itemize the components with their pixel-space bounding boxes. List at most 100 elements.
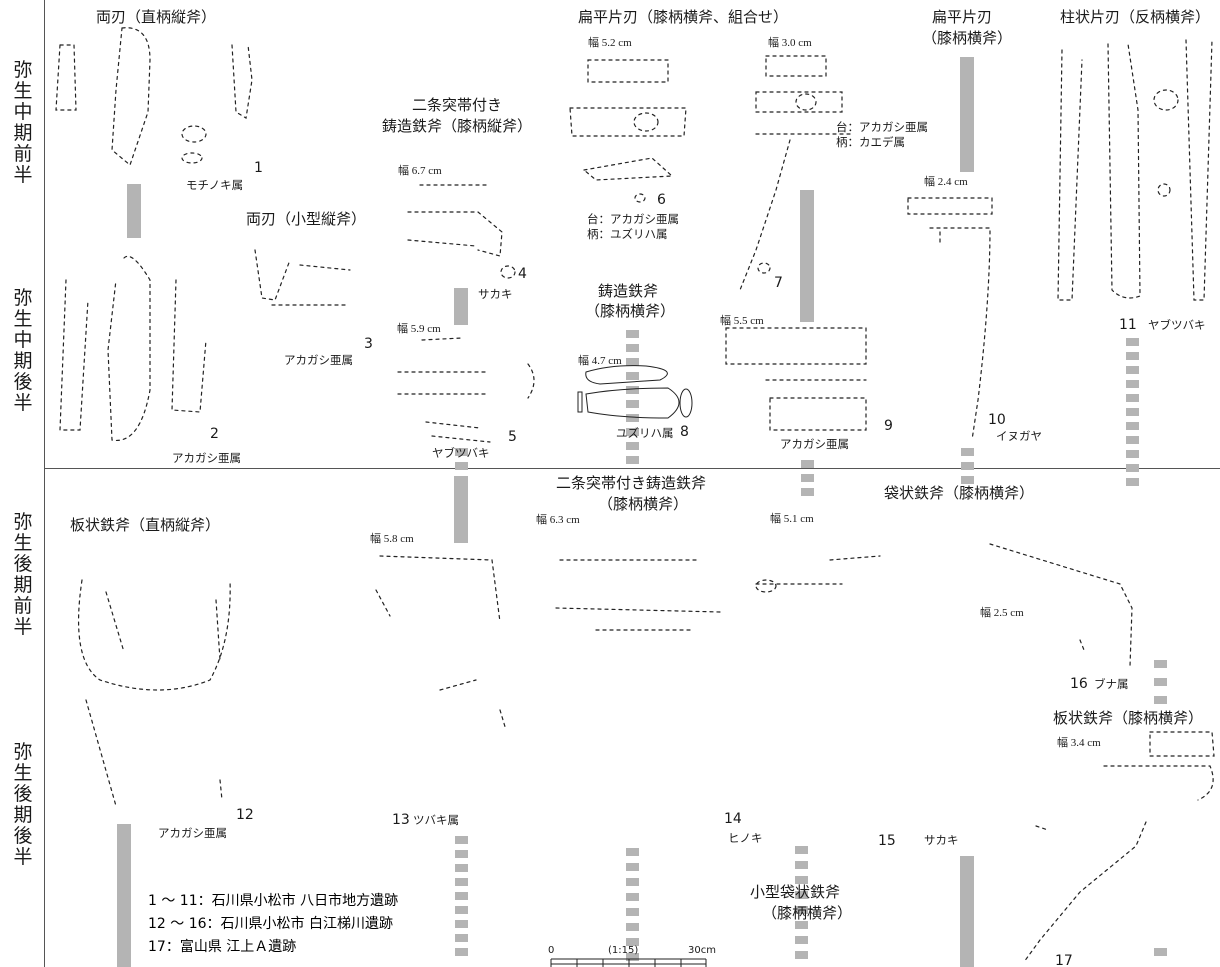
dashed-bar-segment: [1126, 338, 1139, 346]
dashed-bar-segment: [1154, 678, 1167, 686]
dashed-bar-segment: [1126, 478, 1139, 486]
axe-drawing-13: [375, 555, 507, 731]
heading-kogata-fukurojo-sub: （膝柄横斧）: [762, 904, 853, 922]
dashed-bar-segment: [626, 878, 639, 886]
width-label-9: 幅 5.5 cm: [720, 315, 764, 327]
axe-drawing-4: [407, 184, 516, 279]
width-label-6: 幅 5.2 cm: [588, 37, 632, 49]
axe-drawing-11: [1057, 39, 1213, 301]
width-label-13: 幅 5.8 cm: [370, 533, 414, 545]
dashed-bar-segment: [455, 864, 468, 872]
dashed-bar-segment: [455, 920, 468, 928]
site-legend-line-2: 12 ～ 16：石川県小松市 白江梯川遺跡: [148, 916, 393, 932]
width-label-17: 幅 3.4 cm: [1057, 737, 1101, 749]
width-label-4: 幅 6.7 cm: [398, 165, 442, 177]
species-label-6a: 台：アカガシ亜属: [587, 212, 679, 226]
dashed-bar-segment: [455, 476, 468, 484]
width-label-7: 幅 3.0 cm: [768, 37, 812, 49]
dashed-bar-segment: [626, 908, 639, 916]
duration-bar-4: [454, 288, 468, 325]
dashed-bar-segment: [801, 488, 814, 496]
heading-henpei-katabai: 扁平片刃: [932, 8, 993, 26]
dashed-bar-segment: [1154, 696, 1167, 704]
species-label-10: イヌガヤ: [996, 429, 1042, 443]
dashed-bar-segment: [1126, 394, 1139, 402]
axe-drawing-1: [55, 27, 253, 167]
scale-ruler: [550, 958, 707, 967]
heading-fukurojo-tetsufu: 袋状鉄斧（膝柄横斧）: [884, 484, 1035, 502]
axe-drawing-6: [569, 59, 687, 203]
species-label-9: アカガシ亜属: [780, 437, 849, 451]
species-label-5: ヤブツバキ: [432, 446, 490, 460]
item-number-2: 2: [210, 426, 219, 442]
width-label-16: 幅 2.5 cm: [980, 607, 1024, 619]
heading-nijo-totai: 二条突帯付き: [412, 96, 503, 114]
dashed-bar-segment: [1126, 450, 1139, 458]
dashed-bar-segment: [455, 878, 468, 886]
scale-ratio: (1:15): [608, 945, 639, 956]
item-number-3: 3: [364, 336, 373, 352]
species-label-11: ヤブツバキ: [1148, 318, 1206, 332]
species-label-4: サカキ: [478, 287, 513, 301]
dashed-bar-segment: [1126, 380, 1139, 388]
species-label-15: サカキ: [924, 833, 959, 847]
scale-bar: 0 (1:15) 30cm: [548, 945, 716, 967]
item-number-10: 10: [988, 412, 1006, 428]
dashed-bar-segment: [801, 474, 814, 482]
axe-drawing-2: [59, 255, 207, 441]
dashed-bar-segment: [626, 330, 639, 338]
dashed-bar-segment: [626, 428, 639, 436]
site-legend: 1 ～ 11：石川県小松市 八日市地方遺跡 12 ～ 16：石川県小松市 白江梯…: [148, 890, 398, 959]
heading-kogata-fukurojo: 小型袋状鉄斧: [750, 883, 841, 901]
duration-bar-1: [127, 184, 141, 238]
axe-drawing-17: [1023, 731, 1215, 963]
dashed-bar-segment: [961, 462, 974, 470]
axe-drawing-3: [254, 249, 351, 306]
scale-end: 30cm: [688, 945, 716, 956]
axe-drawing-12: [77, 579, 231, 807]
dashed-bar-segment: [795, 861, 808, 869]
item-number-6: 6: [657, 192, 666, 208]
dashed-bar-segment: [1126, 408, 1139, 416]
species-label-13: ツバキ属: [413, 813, 459, 827]
heading-ryoba-kogata: 両刃（小型縦斧）: [246, 210, 367, 228]
period-label-late-middle: 弥生中期後半: [13, 287, 33, 414]
period-label-early-late: 弥生後期前半: [13, 511, 33, 638]
species-label-12: アカガシ亜属: [158, 826, 227, 840]
dashed-bar-segment: [626, 372, 639, 380]
heading-itajo-chokuhei: 板状鉄斧（直柄縦斧）: [70, 516, 221, 534]
dashed-bar-segment: [626, 848, 639, 856]
item-number-7: 7: [774, 275, 783, 291]
species-label-3: アカガシ亜属: [284, 353, 353, 367]
heading-chujo-katabai: 柱状片刃（反柄横斧）: [1060, 8, 1211, 26]
dashed-bar-segment: [626, 386, 639, 394]
item-number-12: 12: [236, 807, 254, 823]
item-number-15: 15: [878, 833, 896, 849]
species-label-2: アカガシ亜属: [172, 451, 241, 465]
width-label-15: 幅 5.1 cm: [770, 513, 814, 525]
duration-bar-7: [800, 190, 814, 322]
dashed-bar-segment: [795, 906, 808, 914]
scale-start: 0: [548, 945, 555, 956]
dashed-bar-segment: [626, 953, 639, 961]
site-legend-line-3: 17：富山県 江上Ａ遺跡: [148, 939, 297, 955]
item-number-17: 17: [1055, 953, 1073, 967]
dashed-bar-segment: [961, 476, 974, 484]
item-number-5: 5: [508, 429, 517, 445]
dashed-bar-segment: [455, 948, 468, 956]
species-label-14: ヒノキ: [728, 831, 763, 845]
dashed-bar-segment: [795, 891, 808, 899]
dashed-bar-segment: [626, 414, 639, 422]
item-number-9: 9: [884, 418, 893, 434]
species-label-1: モチノキ属: [186, 178, 244, 192]
dashed-bar-segment: [1126, 422, 1139, 430]
duration-bar-10: [960, 57, 974, 172]
dashed-bar-segment: [626, 893, 639, 901]
dashed-bar-segment: [795, 921, 808, 929]
period-label-late-late: 弥生後期後半: [13, 741, 33, 868]
dashed-bar-segment: [626, 863, 639, 871]
item-number-11: 11: [1119, 317, 1137, 333]
item-number-13: 13: [392, 812, 410, 828]
dashed-bar-segment: [1126, 366, 1139, 374]
